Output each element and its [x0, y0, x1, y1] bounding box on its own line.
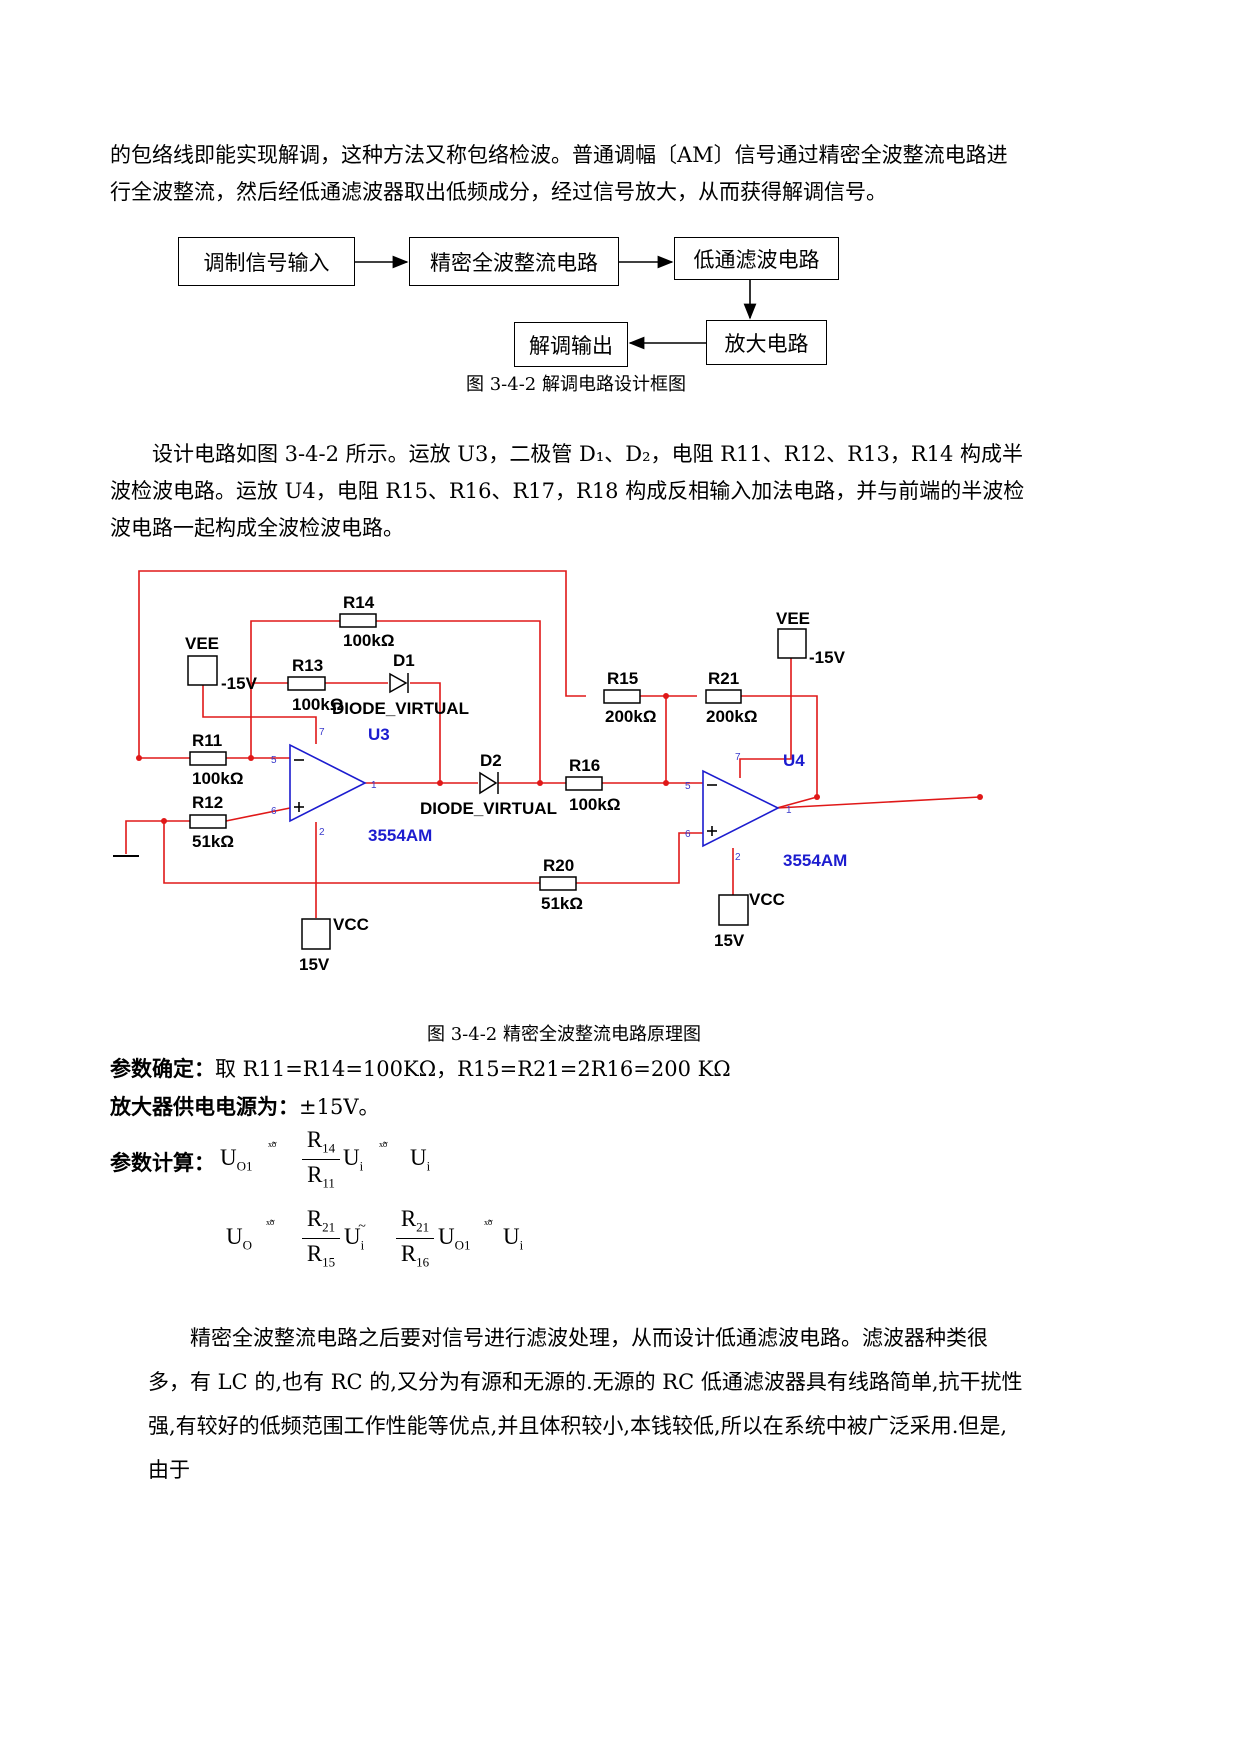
vcc-right-value: 15V — [714, 931, 745, 950]
params-determined-row: 参数确定：取 R11=R14=100KΩ，R15=R21=2R16=200 KΩ — [110, 1053, 731, 1083]
intro-paragraph: 的包络线即能实现解调，这种方法又称包络检波。普通调幅〔AM〕信号通过精密全波整流… — [110, 143, 1008, 204]
eq2-ui: Ui~ — [344, 1219, 366, 1253]
r20-value: 51kΩ — [541, 894, 583, 913]
d1-label: D1 — [393, 651, 415, 670]
vee-right-value: -15V — [809, 648, 846, 667]
power-supply-text: ±15V。 — [299, 1095, 380, 1119]
eq2-approx: ˣ̃ᵒ — [266, 1218, 275, 1233]
r15-value: 200kΩ — [605, 707, 656, 726]
params-determined-label: 参数确定： — [110, 1057, 215, 1081]
eq2-ui2: Ui — [503, 1224, 524, 1253]
r12-value: 51kΩ — [192, 832, 234, 851]
filter-paragraph: 精密全波整流电路之后要对信号进行滤波处理，从而设计低通滤波电路。滤波器种类很多，… — [148, 1326, 1023, 1482]
block-full-wave-rectifier: 精密全波整流电路 — [409, 237, 619, 286]
r14-resistor — [339, 613, 377, 628]
eq1-ui2: Ui — [410, 1145, 431, 1174]
r12-resistor — [189, 814, 227, 829]
params-calc-row: 参数计算： — [110, 1147, 215, 1177]
d2-type: DIODE_VIRTUAL — [420, 799, 557, 818]
block-lowpass-filter: 低通滤波电路 — [674, 237, 839, 280]
r20-resistor — [539, 876, 577, 891]
u4-pin5: 5 — [685, 781, 691, 792]
block-amplifier-label: 放大电路 — [724, 331, 809, 356]
u4-label: U4 — [783, 751, 805, 770]
u3-pin2: 2 — [319, 827, 325, 838]
r11-label: R11 — [192, 731, 222, 750]
power-supply-label: 放大器供电电源为： — [110, 1095, 299, 1119]
u3-pin1: 1 — [371, 780, 377, 791]
vee-right-source — [777, 628, 807, 659]
r13-value: 100kΩ — [292, 695, 343, 714]
params-calc-label: 参数计算： — [110, 1151, 215, 1175]
u3-label: U3 — [368, 725, 390, 744]
block-amplifier: 放大电路 — [706, 320, 827, 365]
vcc-right-source — [718, 894, 749, 926]
r15-resistor — [603, 689, 641, 704]
r15-label: R15 — [607, 669, 638, 688]
block-rectifier-label: 精密全波整流电路 — [430, 250, 598, 275]
r11-resistor — [189, 751, 227, 766]
eq2-fraction2: R21 R16 — [396, 1206, 434, 1270]
u3-pin7: 7 — [319, 727, 325, 738]
d1-diode — [389, 672, 408, 694]
vcc-right-label: VCC — [749, 890, 785, 909]
r12-label: R12 — [192, 793, 223, 812]
eq2-fraction1: R21 R15 — [302, 1206, 340, 1270]
r11-value: 100kΩ — [192, 769, 243, 788]
u3-pin6: 6 — [271, 806, 277, 817]
u4-pin2: 2 — [735, 852, 741, 863]
r14-label: R14 — [343, 593, 375, 612]
u4-pin6: 6 — [685, 829, 691, 840]
vcc-left-source — [301, 918, 331, 950]
block-modulated-input: 调制信号输入 — [178, 237, 355, 286]
r20-label: R20 — [543, 856, 574, 875]
block-lowpass-label: 低通滤波电路 — [693, 247, 820, 272]
d1-type: DIODE_VIRTUAL — [332, 699, 469, 718]
u3-type: 3554AM — [368, 826, 432, 845]
u4-pin1: 1 — [786, 805, 792, 816]
r16-label: R16 — [569, 756, 600, 775]
vee-left-source — [187, 655, 218, 686]
eq1-fraction: R14 R11 — [302, 1127, 340, 1191]
eq1-approx2: ˣ̃ᵒ — [379, 1140, 388, 1155]
u4-pin7: 7 — [735, 752, 741, 763]
u4-type: 3554AM — [783, 851, 847, 870]
r13-label: R13 — [292, 656, 323, 675]
d2-label: D2 — [480, 751, 502, 770]
block-output-label: 解调输出 — [529, 333, 613, 358]
u3-opamp — [289, 743, 367, 823]
design-paragraph: 设计电路如图 3-4-2 所示。运放 U3，二极管 D₁、D₂，电阻 R11、R… — [110, 442, 1025, 540]
eq2-lhs: UO — [226, 1224, 253, 1253]
r16-value: 100kΩ — [569, 795, 620, 814]
block-diagram-caption: 图 3-4-2 解调电路设计框图 — [466, 374, 686, 395]
eq2-uo1: UO1 — [438, 1224, 471, 1253]
eq1-lhs: UO1 — [220, 1145, 253, 1174]
d2-diode — [479, 771, 498, 795]
schematic-caption: 图 3-4-2 精密全波整流电路原理图 — [427, 1024, 701, 1045]
vcc-left-label: VCC — [333, 915, 369, 934]
u4-opamp — [702, 769, 780, 848]
r21-value: 200kΩ — [706, 707, 757, 726]
params-determined-text: 取 R11=R14=100KΩ，R15=R21=2R16=200 KΩ — [215, 1057, 731, 1081]
vcc-left-value: 15V — [299, 955, 330, 974]
r16-resistor — [565, 776, 603, 791]
vee-left-value: -15V — [221, 674, 258, 693]
eq2-approx2: ˣ̃ᵒ — [484, 1218, 493, 1233]
r14-value: 100kΩ — [343, 631, 394, 650]
r13-resistor — [287, 676, 326, 691]
vee-left-label: VEE — [185, 634, 219, 653]
block-modulated-input-label: 调制信号输入 — [203, 250, 330, 275]
block-demod-output: 解调输出 — [514, 322, 628, 367]
r21-label: R21 — [708, 669, 739, 688]
eq1-ui: Ui — [343, 1145, 364, 1174]
r21-resistor — [705, 689, 742, 704]
u3-pin5: 5 — [271, 755, 277, 766]
power-supply-row: 放大器供电电源为：±15V。 — [110, 1091, 379, 1121]
eq1-approx: ˣ̃ᵒ — [268, 1140, 277, 1155]
vee-right-label: VEE — [776, 609, 810, 628]
